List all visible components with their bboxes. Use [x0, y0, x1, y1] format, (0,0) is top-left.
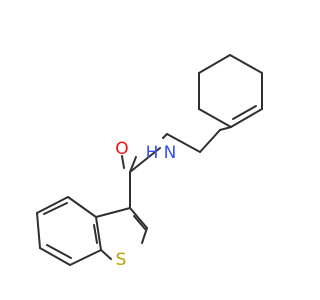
bond-ring-2 [229, 54, 263, 74]
bond-n-to-carbonyl [129, 147, 161, 173]
atom-sulfur: S [116, 250, 127, 270]
molecule-structure: O H N S [36, 54, 263, 270]
bond-ethyl-1 [199, 129, 221, 153]
bonds [36, 54, 263, 266]
bond-benz-2 [69, 249, 102, 266]
bond-ethyl-2 [166, 133, 201, 153]
bond-benz-6 [67, 196, 97, 218]
bond-ring-1 [198, 54, 231, 74]
bond-carbonyl-o-2 [121, 155, 125, 169]
bond-benz-5 [36, 196, 69, 214]
bond-benz-double-2 [46, 244, 72, 259]
atom-nitrogen: N [164, 143, 177, 163]
bond-c3-c2-double [133, 215, 146, 230]
atom-nitrogen-hydrogen: H [146, 143, 159, 163]
bond-benz-double-1 [93, 224, 98, 244]
bond-c3-c3a [95, 207, 131, 218]
atom-oxygen: O [115, 139, 128, 159]
bond-benz-4 [36, 212, 41, 249]
atom-labels: O H N S [115, 139, 176, 270]
bond-benz-3 [39, 247, 71, 266]
bond-c2-s [141, 227, 148, 244]
bond-ring-to-ethyl [219, 126, 232, 131]
bond-ring-5 [198, 108, 232, 128]
bond-c3-c2 [129, 207, 148, 229]
molecule-canvas: O H N S [36, 54, 263, 270]
bond-carbonyl-o-1 [129, 156, 137, 173]
bond-ring-4 [230, 108, 263, 128]
bond-benz-double-3 [43, 202, 68, 215]
bond-s-c7a [100, 249, 112, 260]
bond-benz-1 [95, 216, 102, 251]
bond-ring-double [232, 105, 257, 120]
bond-ch2-to-n [162, 133, 168, 139]
